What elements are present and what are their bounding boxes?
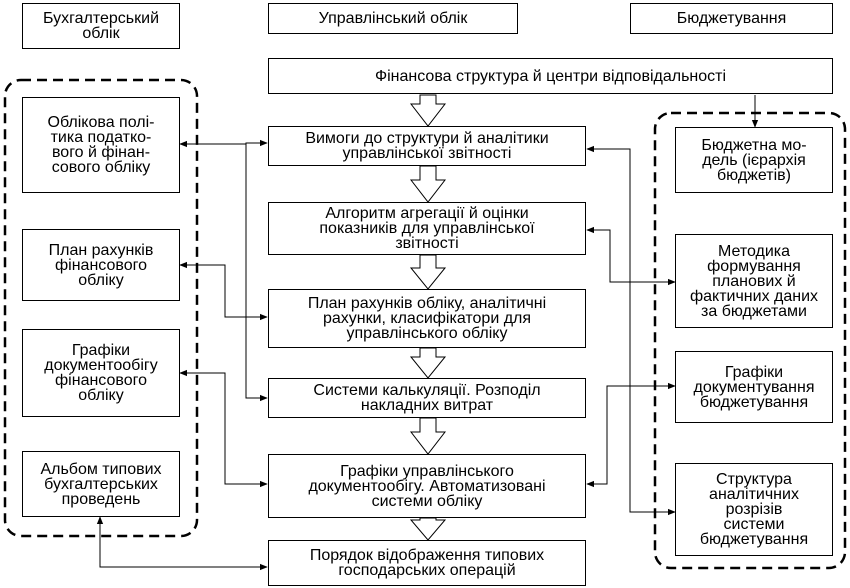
link-policy-calculation [245, 144, 268, 402]
flow-arrow-3 [409, 254, 447, 290]
costing-systems-box: Системи калькуляції. Розподіл накладних … [268, 378, 586, 418]
budget-documentation-box: Графіки документування бюджетування [675, 351, 833, 423]
link-docflow-docgraphs [179, 369, 268, 488]
management-docflow-box: Графіки управлінського документообігу. А… [268, 454, 586, 518]
flow-arrow-2 [409, 165, 447, 203]
aggregation-algorithm-box: Алгоритм агрегації й оцінки показників д… [268, 202, 586, 255]
reporting-requirements-box: Вимоги до структури й аналітики управлін… [268, 126, 586, 166]
financial-docflow-box: Графіки документообігу фінансового облік… [22, 329, 180, 417]
link-requirements-budgeting [586, 145, 676, 516]
management-chart-of-accounts-box: План рахунків обліку, аналітичні рахунки… [268, 289, 586, 348]
accounting-header: Бухгалтерський облік [22, 3, 180, 49]
link-album-operations [96, 516, 268, 571]
link-algorithm-methodology [586, 226, 676, 286]
analytical-sections-box: Структура аналітичних розрізів системи б… [675, 463, 833, 556]
flow-arrow-1 [409, 94, 447, 127]
link-chart-plan [179, 261, 268, 321]
flow-arrow-5 [409, 417, 447, 455]
flow-arrow-6 [409, 517, 447, 541]
budgeting-header: Бюджетування [630, 3, 833, 34]
link-docgraphs-budget-docs [586, 382, 676, 488]
budget-model-box: Бюджетна мо- дель (ієрархія бюджетів) [675, 127, 833, 193]
flow-arrows [409, 94, 447, 541]
management-header: Управлінський облік [268, 3, 518, 34]
link-policy-requirements [179, 139, 268, 148]
budget-methodology-box: Методика формування планових й фактичних… [675, 234, 833, 328]
flow-arrow-4 [409, 347, 447, 379]
typical-operations-box: Порядок відображення типових господарськ… [268, 540, 586, 586]
typical-entries-album-box: Альбом типових бухгалтерських проведень [22, 451, 180, 517]
financial-structure-box: Фінансова структура й центри відповідаль… [268, 58, 833, 94]
financial-chart-of-accounts-box: План рахунків фінансового обліку [22, 229, 180, 301]
accounting-policy-box: Облікова полі- тика податко- вого й фіна… [22, 97, 180, 193]
